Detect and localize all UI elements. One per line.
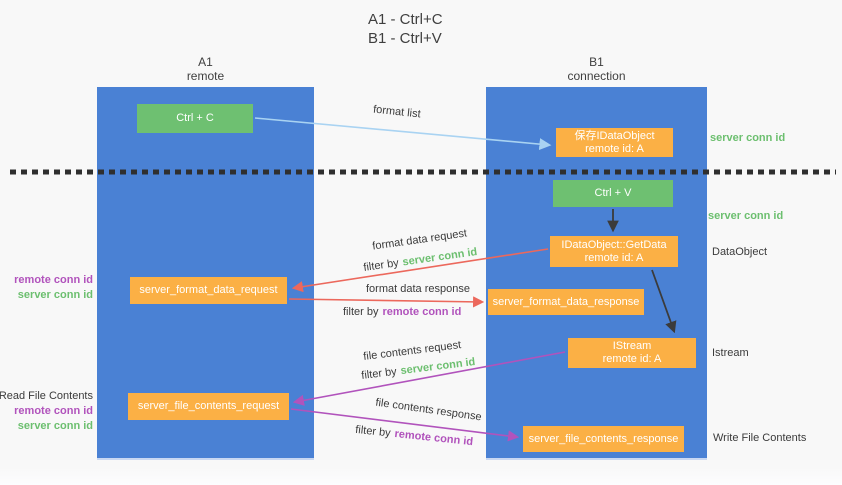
label-read-file-contents: Read File Contents bbox=[0, 390, 93, 402]
node-save-idataobject-line1: 保存IDataObject bbox=[574, 129, 655, 142]
node-ctrl-v: Ctrl + V bbox=[553, 180, 673, 207]
node-server-format-data-request: server_format_data_request bbox=[130, 277, 287, 304]
label-istream: Istream bbox=[712, 347, 749, 359]
label-server-conn-id-top: server conn id bbox=[710, 132, 786, 144]
remote-conn-id-text: remote conn id bbox=[382, 306, 462, 318]
filter-by-text: filter by bbox=[354, 423, 392, 440]
label-server-conn-id-mid: server conn id bbox=[708, 210, 784, 222]
node-file-response-label: server_file_contents_response bbox=[528, 432, 679, 445]
filter-by-text: filter by bbox=[362, 257, 400, 274]
lane-b-header: B1 connection bbox=[486, 55, 707, 83]
node-getdata-line1: IDataObject::GetData bbox=[561, 238, 667, 251]
label-format-list: format list bbox=[372, 103, 422, 121]
remote-conn-id-text: remote conn id bbox=[393, 427, 474, 449]
lane-b-id: B1 bbox=[589, 55, 604, 69]
server-conn-id-text: server conn id bbox=[401, 246, 478, 269]
title-line-2: B1 - Ctrl+V bbox=[368, 30, 442, 47]
node-save-idataobject-line2: remote id: A bbox=[585, 142, 644, 155]
title-line-1: A1 - Ctrl+C bbox=[368, 11, 443, 28]
node-file-request-label: server_file_contents_request bbox=[137, 400, 280, 412]
label-write-file-contents: Write File Contents bbox=[713, 432, 807, 444]
lane-b-role: connection bbox=[567, 69, 626, 83]
node-format-response-label: server_format_data_response bbox=[492, 295, 640, 308]
node-ctrl-c: Ctrl + C bbox=[137, 104, 253, 133]
left-conn-ids-format: remote conn id server conn id bbox=[0, 273, 93, 303]
node-getdata-line2: remote id: A bbox=[584, 251, 644, 264]
format-data-response-arrow bbox=[288, 296, 485, 308]
node-ctrl-v-label: Ctrl + V bbox=[594, 187, 632, 199]
left-file-annotations: Read File Contents remote conn id server… bbox=[0, 389, 93, 434]
node-idataobject-getdata: IDataObject::GetData remote id: A bbox=[550, 236, 678, 267]
node-format-request-label: server_format_data_request bbox=[139, 284, 278, 296]
node-istream-line1: IStream bbox=[612, 340, 652, 352]
node-istream-line2: remote id: A bbox=[602, 353, 662, 365]
node-save-idataobject: 保存IDataObject remote id: A bbox=[556, 128, 673, 157]
filter-by-text: filter by bbox=[360, 365, 398, 382]
lane-a-header: A1 remote bbox=[97, 55, 314, 83]
label-remote-conn-id: remote conn id bbox=[14, 405, 93, 417]
node-ctrl-c-label: Ctrl + C bbox=[176, 112, 214, 124]
node-server-file-contents-response: server_file_contents_response bbox=[523, 426, 684, 452]
lane-a-id: A1 bbox=[198, 55, 213, 69]
server-conn-id-text: server conn id bbox=[399, 356, 476, 378]
filter-by-text: filter by bbox=[343, 306, 379, 318]
label-dataobject: DataObject bbox=[712, 246, 768, 258]
diagram-title: A1 - Ctrl+C B1 - Ctrl+V bbox=[368, 10, 443, 48]
lane-a-role: remote bbox=[186, 69, 225, 83]
node-server-file-contents-request: server_file_contents_request bbox=[128, 393, 289, 420]
node-server-format-data-response: server_format_data_response bbox=[488, 289, 644, 315]
label-format-data-response: format data response bbox=[366, 283, 470, 295]
label-file-contents-response: file contents response bbox=[374, 396, 483, 424]
label-server-conn-id: server conn id bbox=[17, 289, 93, 301]
node-istream: IStream remote id: A bbox=[568, 338, 696, 368]
label-remote-conn-id: remote conn id bbox=[14, 274, 93, 286]
bottom-fade bbox=[0, 467, 842, 485]
label-server-conn-id: server conn id bbox=[17, 420, 93, 432]
